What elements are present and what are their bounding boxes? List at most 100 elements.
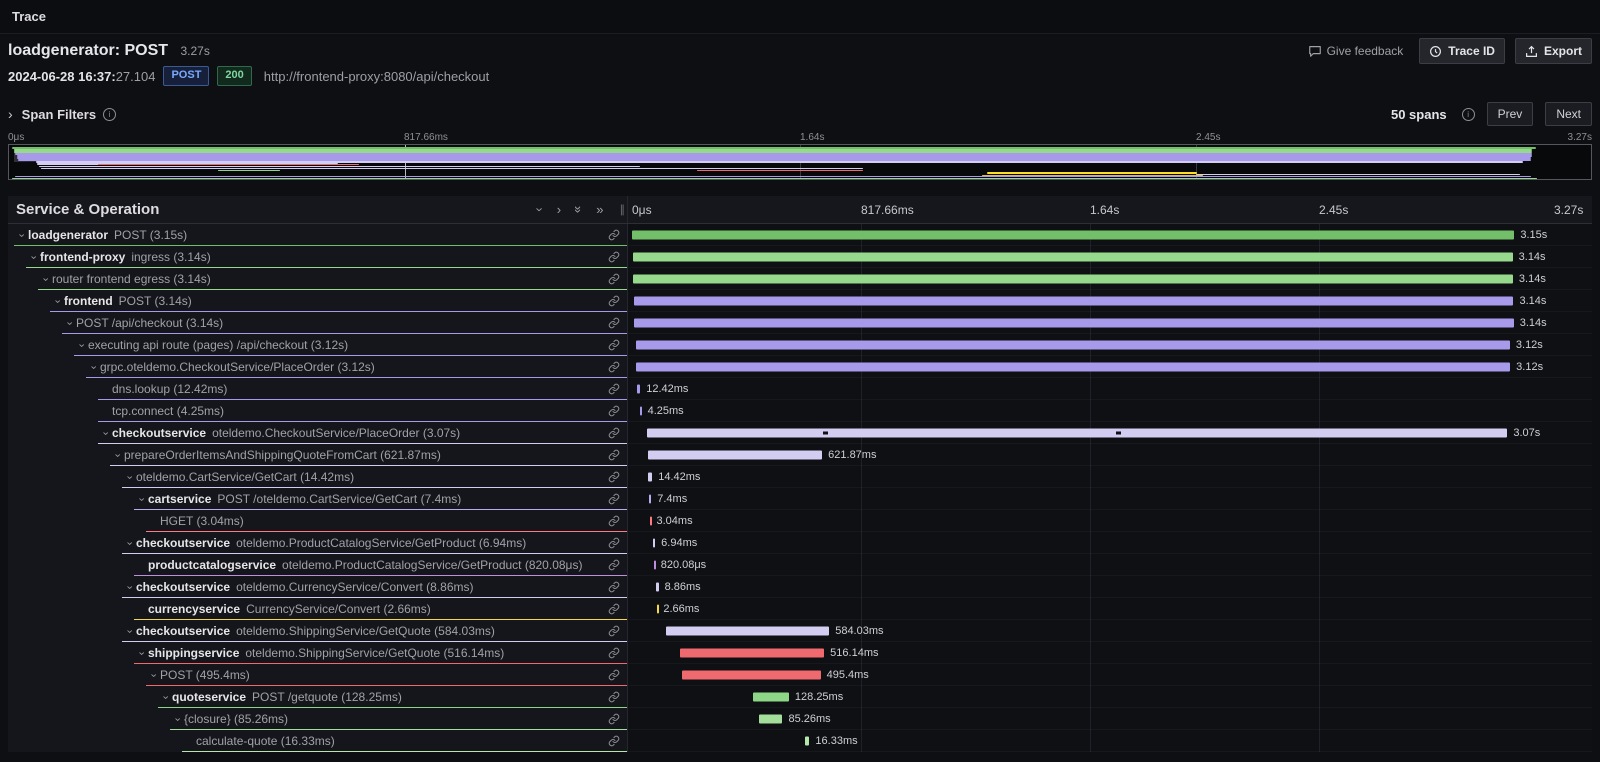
span-chevron-icon[interactable]: › [51, 299, 64, 303]
span-name-cell[interactable]: › {closure} (85.26ms) [8, 708, 628, 730]
span-name-cell[interactable]: › oteldemo.CartService/GetCart (14.42ms) [8, 466, 628, 488]
span-bar[interactable] [633, 274, 1513, 283]
collapse-one-icon[interactable]: › [533, 207, 549, 212]
export-button[interactable]: Export [1514, 38, 1592, 64]
span-bar[interactable] [653, 538, 656, 547]
span-chevron-icon[interactable]: › [63, 321, 76, 325]
span-name-cell[interactable]: › POST (495.4ms) [8, 664, 628, 686]
span-chevron-icon[interactable]: › [123, 475, 136, 479]
span-chevron-icon[interactable]: › [123, 541, 136, 545]
span-chevron-icon[interactable]: › [99, 431, 112, 435]
span-bar-cell[interactable]: 584.03ms [628, 620, 1592, 642]
span-chevron-icon[interactable]: › [135, 651, 148, 655]
span-link-icon[interactable] [605, 713, 620, 725]
span-link-icon[interactable] [605, 515, 620, 527]
span-link-icon[interactable] [605, 273, 620, 285]
span-link-icon[interactable] [605, 449, 620, 461]
span-name-cell[interactable]: › cartservice POST /oteldemo.CartService… [8, 488, 628, 510]
span-bar-cell[interactable]: 8.86ms [628, 576, 1592, 598]
span-link-icon[interactable] [605, 559, 620, 571]
span-name-cell[interactable]: › currencyservice CurrencyService/Conver… [8, 598, 628, 620]
span-link-icon[interactable] [605, 295, 620, 307]
span-chevron-icon[interactable]: › [75, 343, 88, 347]
span-name-cell[interactable]: › loadgenerator POST (3.15s) [8, 224, 628, 246]
span-filters-toggle[interactable]: › Span Filters i [8, 106, 117, 122]
span-name-cell[interactable]: › checkoutservice oteldemo.CurrencyServi… [8, 576, 628, 598]
span-link-icon[interactable] [605, 383, 620, 395]
span-name-cell[interactable]: › checkoutservice oteldemo.ProductCatalo… [8, 532, 628, 554]
span-bar[interactable] [649, 516, 652, 525]
span-chevron-icon[interactable]: › [87, 365, 100, 369]
span-name-cell[interactable]: › frontend-proxy ingress (3.14s) [8, 246, 628, 268]
expand-all-icon[interactable]: » [596, 202, 604, 217]
span-bar[interactable] [656, 604, 659, 613]
span-chevron-icon[interactable]: › [123, 585, 136, 589]
span-bar-cell[interactable]: 3.14s [628, 290, 1592, 312]
span-link-icon[interactable] [605, 339, 620, 351]
give-feedback-button[interactable]: Give feedback [1302, 43, 1410, 59]
span-name-cell[interactable]: › prepareOrderItemsAndShippingQuoteFromC… [8, 444, 628, 466]
span-name-cell[interactable]: › shippingservice oteldemo.ShippingServi… [8, 642, 628, 664]
expand-one-icon[interactable]: › [556, 202, 562, 217]
span-bar-cell[interactable]: 495.4ms [628, 664, 1592, 686]
span-bar-cell[interactable]: 4.25ms [628, 400, 1592, 422]
prev-button[interactable]: Prev [1486, 102, 1534, 126]
span-link-icon[interactable] [605, 317, 620, 329]
span-bar[interactable] [636, 384, 641, 393]
span-bar[interactable] [654, 560, 657, 569]
span-link-icon[interactable] [605, 581, 620, 593]
span-bar[interactable] [647, 428, 1508, 437]
column-resizer[interactable]: ∥ [619, 204, 626, 216]
span-chevron-icon[interactable]: › [135, 497, 148, 501]
span-name-cell[interactable]: › quoteservice POST /getquote (128.25ms) [8, 686, 628, 708]
span-chevron-icon[interactable]: › [171, 717, 184, 721]
span-link-icon[interactable] [605, 229, 620, 241]
span-bar[interactable] [758, 714, 783, 723]
next-button[interactable]: Next [1545, 102, 1592, 126]
collapse-all-icon[interactable]: » [571, 205, 587, 214]
span-name-cell[interactable]: › tcp.connect (4.25ms) [8, 400, 628, 422]
span-bar-cell[interactable]: 3.12s [628, 334, 1592, 356]
span-link-icon[interactable] [605, 603, 620, 615]
span-bar-cell[interactable]: 16.33ms [628, 730, 1592, 752]
span-chevron-icon[interactable]: › [39, 277, 52, 281]
span-name-cell[interactable]: › dns.lookup (12.42ms) [8, 378, 628, 400]
span-link-icon[interactable] [605, 625, 620, 637]
span-chevron-icon[interactable]: › [147, 673, 160, 677]
span-name-cell[interactable]: › POST /api/checkout (3.14s) [8, 312, 628, 334]
span-name-cell[interactable]: › frontend POST (3.14s) [8, 290, 628, 312]
span-bar-cell[interactable]: 7.4ms [628, 488, 1592, 510]
span-bar-cell[interactable]: 3.14s [628, 312, 1592, 334]
span-bar-cell[interactable]: 3.14s [628, 246, 1592, 268]
span-bar-cell[interactable]: 3.14s [628, 268, 1592, 290]
span-bar[interactable] [632, 230, 1515, 239]
span-chevron-icon[interactable]: › [27, 255, 40, 259]
span-link-icon[interactable] [605, 361, 620, 373]
trace-id-button[interactable]: Trace ID [1419, 38, 1505, 64]
span-bar-cell[interactable]: 128.25ms [628, 686, 1592, 708]
info-icon[interactable]: i [1461, 107, 1475, 121]
span-bar[interactable] [635, 340, 1510, 349]
span-link-icon[interactable] [605, 493, 620, 505]
span-link-icon[interactable] [605, 427, 620, 439]
span-name-cell[interactable]: › HGET (3.04ms) [8, 510, 628, 532]
span-bar-cell[interactable]: 6.94ms [628, 532, 1592, 554]
span-link-icon[interactable] [605, 691, 620, 703]
span-link-icon[interactable] [605, 669, 620, 681]
span-name-cell[interactable]: › checkoutservice oteldemo.ShippingServi… [8, 620, 628, 642]
span-link-icon[interactable] [605, 471, 620, 483]
span-bar[interactable] [636, 362, 1511, 371]
trace-minimap[interactable] [8, 144, 1592, 180]
span-name-cell[interactable]: › checkoutservice oteldemo.CheckoutServi… [8, 422, 628, 444]
span-bar-cell[interactable]: 3.12s [628, 356, 1592, 378]
span-link-icon[interactable] [605, 405, 620, 417]
span-link-icon[interactable] [605, 735, 620, 747]
span-bar[interactable] [633, 296, 1514, 305]
span-name-cell[interactable]: › router frontend egress (3.14s) [8, 268, 628, 290]
span-bar[interactable] [647, 450, 823, 459]
info-icon[interactable]: i [103, 107, 117, 121]
span-bar[interactable] [648, 472, 653, 481]
span-bar[interactable] [649, 494, 652, 503]
span-chevron-icon[interactable]: › [123, 629, 136, 633]
span-bar-cell[interactable]: 2.66ms [628, 598, 1592, 620]
